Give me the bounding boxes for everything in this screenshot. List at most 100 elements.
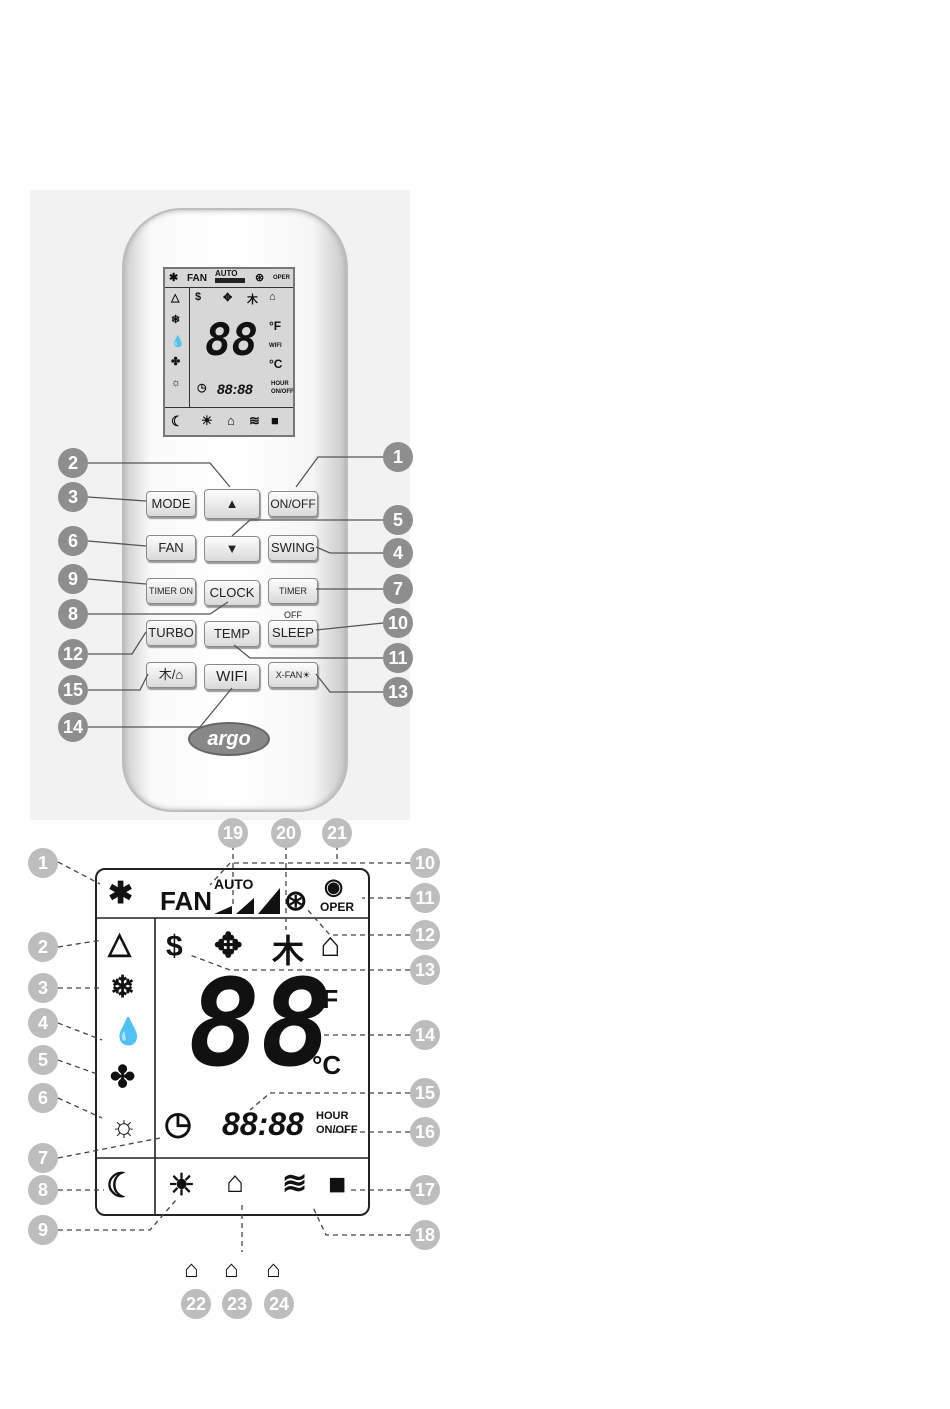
callout-d20: 20: [271, 818, 301, 848]
tree-icon: ⽊: [158, 667, 172, 682]
xfan-label: X-FAN: [275, 670, 303, 680]
leader-13: [315, 673, 383, 693]
dollar-icon: $: [195, 291, 202, 303]
leader-d4: [57, 1022, 103, 1041]
leader-8: [88, 601, 229, 615]
clock-icon: ◷: [197, 382, 207, 394]
cool-mode-icon: ❄: [171, 314, 181, 326]
light-icon: ☀: [201, 413, 213, 428]
leader-4: [315, 546, 383, 554]
callout-d3: 3: [28, 973, 58, 1003]
callout-6: 6: [58, 526, 88, 556]
home-icon: ⌂: [320, 926, 341, 964]
leader-1: [295, 456, 383, 488]
heat-sun-icon: ☼: [171, 377, 182, 389]
timer-off-button[interactable]: TIMER OFF: [268, 578, 318, 620]
leader-d2: [57, 939, 103, 948]
swing-icon: ≋: [249, 413, 260, 428]
lcd-hour-label: HOUR: [271, 381, 289, 387]
i-feel-icon: ⌂: [227, 413, 235, 428]
leader-15: [88, 673, 149, 691]
callout-d9: 9: [28, 1215, 58, 1245]
callout-d12: 12: [410, 920, 440, 950]
callout-13: 13: [383, 677, 413, 707]
light-icon: ☀: [302, 670, 311, 680]
light-icon: ☀: [168, 1169, 195, 1202]
lcd-oper-label: OPER: [273, 275, 291, 281]
display-fan-label: FAN: [160, 886, 212, 916]
swing-icon: ≋: [282, 1167, 308, 1200]
clock-button[interactable]: CLOCK: [204, 580, 260, 606]
i-feel-icon: ⌂: [226, 1166, 245, 1199]
timer-on-button[interactable]: TIMER ON: [146, 578, 196, 604]
leader-d1: [57, 861, 101, 885]
callout-d2: 2: [28, 932, 58, 962]
callout-d13: 13: [410, 955, 440, 985]
leader-3: [87, 496, 147, 502]
callout-d16: 16: [410, 1117, 440, 1147]
callout-7: 7: [383, 574, 413, 604]
callout-9: 9: [58, 564, 88, 594]
display-hour-label: HOUR: [316, 1110, 349, 1122]
sleep-icon: ☾: [106, 1167, 137, 1205]
callout-d5: 5: [28, 1045, 58, 1075]
home-icon: ⌂: [269, 291, 276, 303]
callout-14: 14: [58, 712, 88, 742]
leader-d10: [209, 862, 410, 886]
heat-mode-icon: ✱: [169, 272, 179, 284]
mode-button[interactable]: MODE: [146, 491, 196, 517]
home-icon: ⌂: [175, 667, 184, 682]
leader-11: [233, 644, 383, 659]
leader-d6: [57, 1097, 103, 1119]
fan-button[interactable]: FAN: [146, 535, 196, 561]
leader-d15: [249, 1092, 410, 1111]
callout-d10: 10: [410, 848, 440, 878]
tree-home-separator: /: [171, 667, 176, 682]
display-unit-c: °C: [312, 1050, 342, 1080]
fan-mode-icon: ✤: [171, 356, 181, 368]
leader-d9: [58, 1199, 177, 1231]
callout-2: 2: [58, 448, 88, 478]
home-arrow-icon: ⌂: [224, 1256, 239, 1283]
remote-lcd-screen: ✱ FAN AUTO ⊛ OPER △ ❄ 💧 ✤ ☼ $ ✥ ⽊ ⌂ 88 °…: [163, 267, 295, 437]
leader-6: [87, 540, 147, 547]
auto-mode-icon: △: [108, 927, 132, 960]
callout-d24: 24: [264, 1289, 294, 1319]
callout-d11: 11: [410, 883, 440, 913]
wifi-button[interactable]: WIFI: [204, 664, 260, 690]
cool-mode-icon: ❄: [110, 971, 136, 1004]
sleep-icon: ☾: [171, 413, 184, 429]
lcd-auto-label: AUTO: [215, 269, 238, 278]
signal-icon: ◉: [324, 874, 344, 899]
turbo-button[interactable]: TURBO: [146, 620, 196, 646]
auto-mode-icon: △: [171, 292, 180, 304]
tree-icon: ⽊: [272, 933, 305, 969]
leader-14: [88, 687, 233, 728]
callout-d21: 21: [322, 818, 352, 848]
callout-d22: 22: [181, 1289, 211, 1319]
xfan-button[interactable]: X-FAN☀: [268, 662, 318, 688]
leader-d13: [189, 954, 410, 971]
callout-8: 8: [58, 599, 88, 629]
display-unit-f: °F: [312, 984, 339, 1014]
callout-4: 4: [383, 538, 413, 568]
lcd-big-digits: 88: [205, 315, 258, 366]
leader-2: [88, 462, 231, 488]
callout-d14: 14: [410, 1020, 440, 1050]
dollar-icon: $: [166, 930, 183, 963]
tree-home-button[interactable]: ⽊/⌂: [146, 662, 196, 688]
lcd-onoff-label: ON/OFF: [271, 389, 294, 395]
callout-10: 10: [383, 608, 413, 638]
temp-up-button[interactable]: ▲: [204, 489, 260, 519]
dry-mode-icon: 💧: [171, 336, 185, 348]
leader-12: [88, 631, 147, 655]
temp-button[interactable]: TEMP: [204, 621, 260, 647]
callout-d17: 17: [410, 1175, 440, 1205]
on-off-button[interactable]: ON/OFF: [268, 491, 318, 517]
temp-down-button[interactable]: ▼: [204, 536, 260, 562]
sleep-button[interactable]: SLEEP: [268, 620, 318, 646]
display-clock-digits: 88:88: [222, 1106, 304, 1142]
argo-logo: argo: [188, 722, 270, 756]
